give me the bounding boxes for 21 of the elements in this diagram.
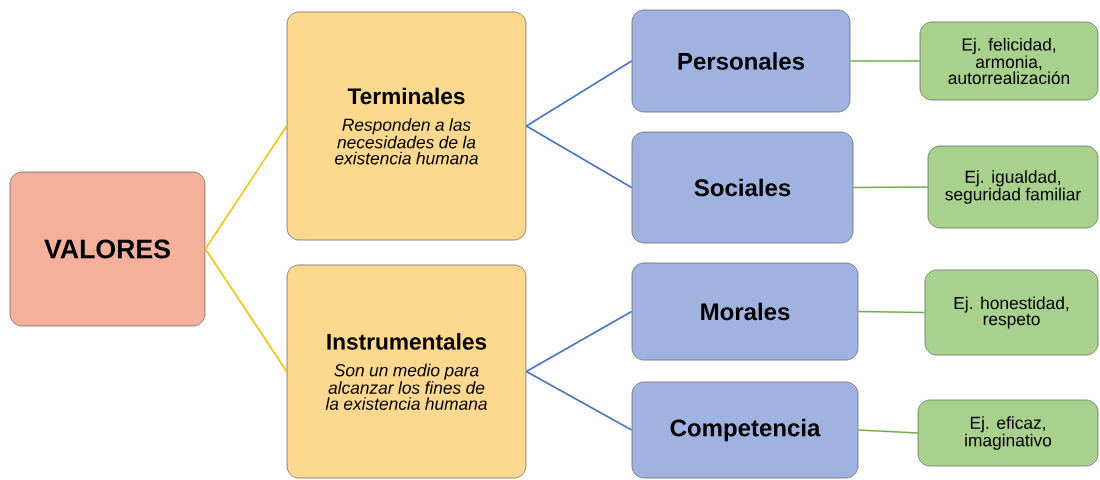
subcategory-box: Personales [631, 9, 851, 113]
example-box: Ej. igualdad, seguridad familiar [927, 145, 1099, 229]
example-box: Ej. felicidad, armonia, autorrealización [919, 21, 1099, 101]
connector-line [204, 248, 288, 373]
connector-line [525, 370, 633, 431]
connector-line [849, 60, 921, 62]
connector-line [857, 429, 919, 434]
connector-line [857, 310, 926, 314]
connector-line [525, 60, 633, 127]
category-box: Instrumentales Son un medio para alcanzar los fines de la existencia humana [286, 264, 527, 479]
subcategory-box: Morales [631, 262, 859, 361]
connector-line [525, 125, 633, 189]
example-box: Ej. honestidad, respeto [924, 269, 1099, 356]
category-box: Terminales Responden a las necesidades de la existencia humana [286, 11, 527, 241]
root-box: VALORES [9, 171, 206, 327]
subcategory-box: Sociales [631, 131, 854, 244]
connector-line [852, 186, 929, 189]
example-box: Ej. eficaz, imaginativo [917, 399, 1099, 467]
subcategory-box: Competencia [631, 381, 859, 479]
connector-line [204, 125, 288, 250]
connector-line [525, 310, 633, 373]
